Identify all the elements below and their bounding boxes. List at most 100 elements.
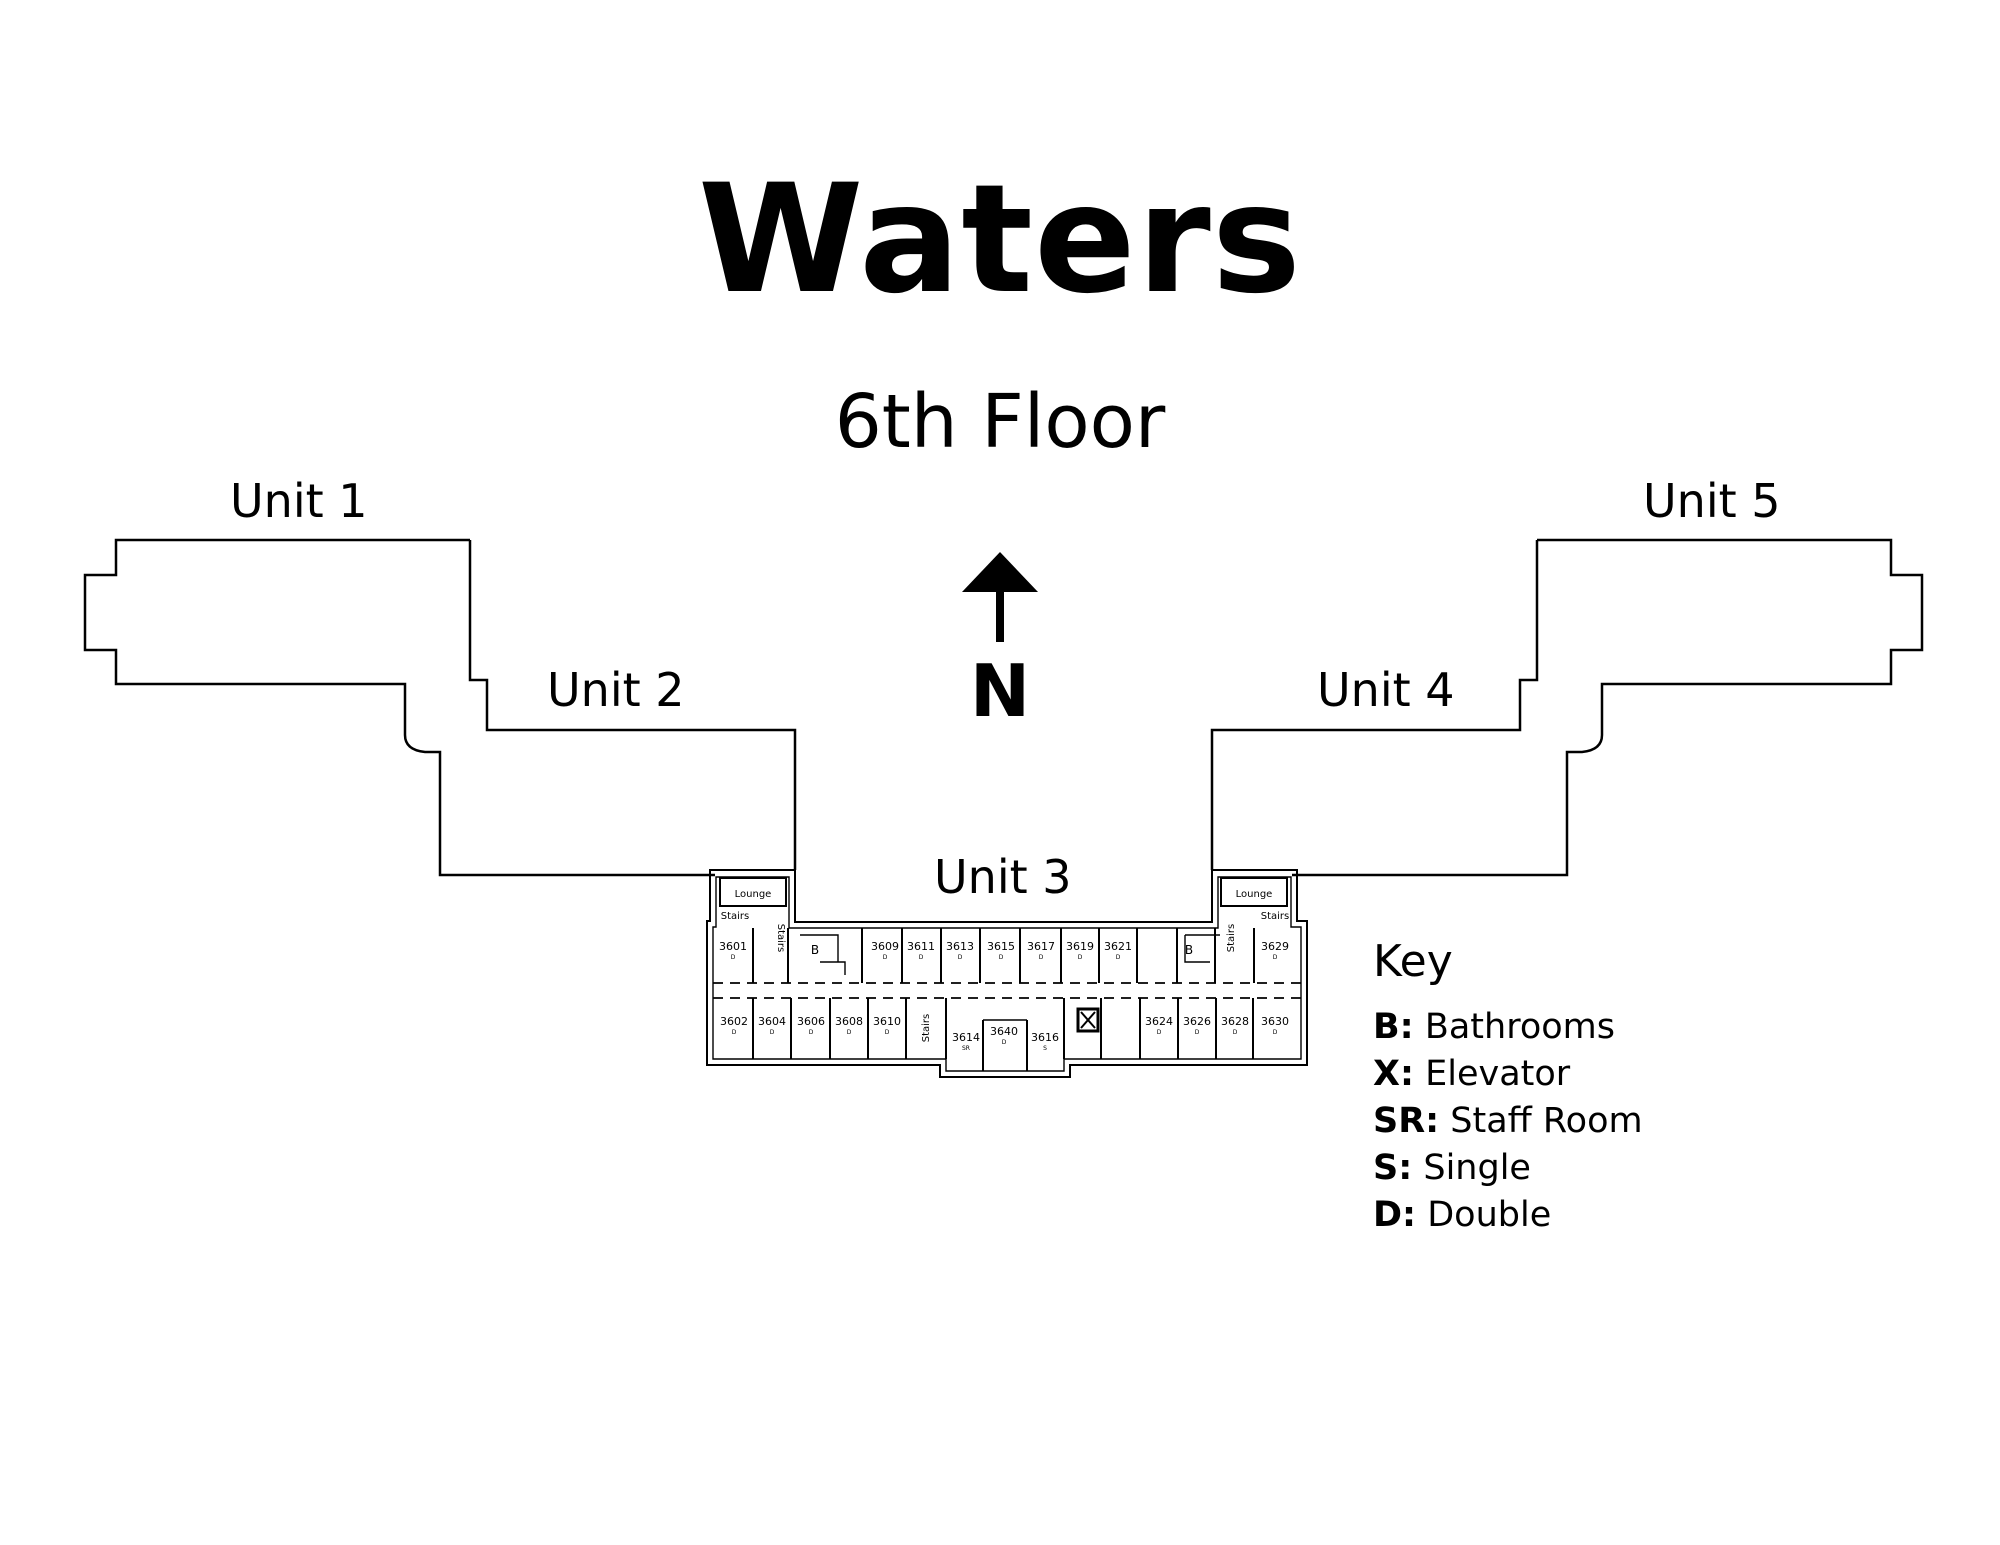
legend-label: Bathrooms xyxy=(1424,1007,1615,1047)
legend: Key B: Bathrooms X: Elevator SR: Staff R… xyxy=(1373,940,1643,1239)
room-type: D xyxy=(1157,1029,1162,1036)
room-type: SR xyxy=(962,1045,970,1052)
room-type: D xyxy=(1233,1029,1238,1036)
legend-label: Double xyxy=(1427,1195,1552,1235)
unit-1-label: Unit 1 xyxy=(230,474,368,528)
north-label: N xyxy=(970,649,1030,733)
room-type: D xyxy=(885,1029,890,1036)
room-number: 3610 xyxy=(873,1015,901,1028)
legend-item-elevator: X: Elevator xyxy=(1373,1051,1643,1098)
legend-code: B: xyxy=(1373,1007,1414,1047)
unit-4-label: Unit 4 xyxy=(1317,663,1455,717)
legend-code: S: xyxy=(1373,1148,1413,1188)
north-arrow-icon xyxy=(962,552,1038,642)
room-number: 3602 xyxy=(720,1015,748,1028)
unit-4-outline xyxy=(1210,540,1539,870)
legend-item-single: S: Single xyxy=(1373,1145,1643,1192)
room-number: 3630 xyxy=(1261,1015,1289,1028)
room-type: D xyxy=(883,954,888,961)
room-type: D xyxy=(809,1029,814,1036)
room-number: 3629 xyxy=(1261,940,1289,953)
room-number: 3616 xyxy=(1031,1031,1059,1044)
unit-5-label: Unit 5 xyxy=(1643,474,1781,528)
bathroom-east-label: B xyxy=(1185,943,1193,957)
legend-label: Single xyxy=(1423,1148,1531,1188)
room-type: S xyxy=(1043,1045,1047,1052)
room-type: D xyxy=(1116,954,1121,961)
room-number: 3615 xyxy=(987,940,1015,953)
legend-label: Elevator xyxy=(1425,1054,1571,1094)
stairs-nw-label: Stairs xyxy=(721,911,750,922)
room-number: 3617 xyxy=(1027,940,1055,953)
room-type: D xyxy=(731,954,736,961)
room-type: D xyxy=(1039,954,1044,961)
room-type: D xyxy=(919,954,924,961)
legend-code: D: xyxy=(1373,1195,1417,1235)
legend-item-bathrooms: B: Bathrooms xyxy=(1373,1004,1643,1051)
legend-item-double: D: Double xyxy=(1373,1192,1643,1239)
rooms-north: 3601D3609D3611D3613D3615D3617D3619D3621D… xyxy=(719,940,1289,961)
room-number: 3640 xyxy=(990,1025,1018,1038)
room-number: 3601 xyxy=(719,940,747,953)
room-number: 3626 xyxy=(1183,1015,1211,1028)
room-number: 3621 xyxy=(1104,940,1132,953)
room-number: 3628 xyxy=(1221,1015,1249,1028)
bathroom-west-label: B xyxy=(811,943,819,957)
room-number: 3606 xyxy=(797,1015,825,1028)
room-type: D xyxy=(1273,954,1278,961)
lounge-east-label: Lounge xyxy=(1236,889,1273,900)
room-type: D xyxy=(770,1029,775,1036)
room-type: D xyxy=(1078,954,1083,961)
legend-code: SR: xyxy=(1373,1101,1440,1141)
legend-title: Key xyxy=(1373,936,1453,987)
room-number: 3609 xyxy=(871,940,899,953)
unit-3-building: Lounge Lounge Stairs Stairs B B Stairs S… xyxy=(706,869,1308,1078)
stairs-west-label: Stairs xyxy=(775,924,786,953)
unit-2-label: Unit 2 xyxy=(547,663,685,717)
legend-code: X: xyxy=(1373,1054,1414,1094)
stairs-ne-label: Stairs xyxy=(1261,911,1290,922)
unit-5-outline xyxy=(1292,538,1924,877)
room-type: D xyxy=(958,954,963,961)
unit-1-outline xyxy=(83,538,715,877)
room-type: D xyxy=(732,1029,737,1036)
room-number: 3613 xyxy=(946,940,974,953)
unit-3-label: Unit 3 xyxy=(934,850,1072,904)
building-title: Waters xyxy=(697,153,1303,327)
room-number: 3624 xyxy=(1145,1015,1173,1028)
room-type: D xyxy=(1195,1029,1200,1036)
elevator-icon xyxy=(1076,1007,1100,1033)
room-number: 3611 xyxy=(907,940,935,953)
room-type: D xyxy=(847,1029,852,1036)
room-number: 3608 xyxy=(835,1015,863,1028)
floor-subtitle: 6th Floor xyxy=(834,379,1166,465)
room-type: D xyxy=(1273,1029,1278,1036)
room-type: D xyxy=(999,954,1004,961)
stairs-east-label: Stairs xyxy=(1226,924,1237,953)
room-number: 3619 xyxy=(1066,940,1094,953)
legend-item-staff-room: SR: Staff Room xyxy=(1373,1098,1643,1145)
stairs-south-label: Stairs xyxy=(921,1014,932,1043)
